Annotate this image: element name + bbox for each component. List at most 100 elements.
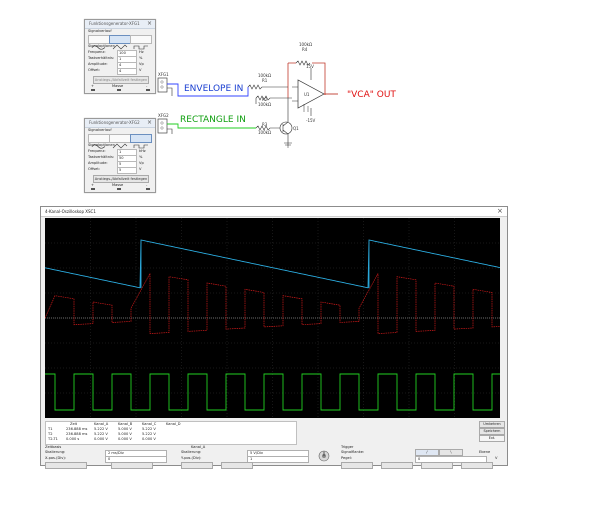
square-wave-icon [133,45,148,50]
xfg2-duty-label: Tastverhältnis: [88,155,115,159]
square-wave-button[interactable] [130,134,152,149]
cursor-readout: Zeit Kanal_A Kanal_B Kanal_C Kanal_D T1 … [45,421,297,445]
scope-screen[interactable] [44,218,512,418]
xfg2-titlebar[interactable]: Funktionsgenerator-XFG2 × [85,119,155,128]
sine-wave-icon [91,144,106,149]
save-button[interactable]: Speichern [479,428,505,435]
rising-edge-button[interactable]: / [415,449,439,456]
xfg1-rise-fall-button[interactable]: Anstiegs-/Abfallzeit festlegen [93,76,149,84]
ext-trigger-field[interactable]: Ext. [479,435,505,442]
q1-label: Q1 [293,126,299,131]
xfg2-terminal-pin[interactable] [91,188,95,190]
vminus-label: -15V [306,118,316,123]
xfg1-terminal-plus: + [91,84,95,88]
channel-scale-label: Skalierung: [181,450,202,454]
edge-label: Signalflanke: [341,450,365,454]
u1-opamp[interactable] [292,70,325,116]
mode-button[interactable] [45,462,87,469]
xfg1-frequency-label: Frequenz: [88,50,106,54]
readout-row-label: T1 [48,427,53,431]
readout-cell: 5.000 V [118,432,132,436]
level-label: Pegel: [341,456,352,460]
ground-wire [167,87,173,96]
scope-grid [45,218,500,418]
readout-cell: 0.000 s [66,437,80,441]
vplus-label: 15V [306,64,314,69]
close-icon[interactable]: × [497,207,503,215]
mode-button[interactable] [341,462,373,469]
timebase-scale-label: Skalierung: [45,450,66,454]
falling-edge-button[interactable]: \ [439,449,463,456]
xfg2-amplitude-label: Amplitude: [88,161,108,165]
xfg1-ground-pin[interactable] [117,89,121,91]
xfg1-terminal-pin[interactable] [91,89,95,91]
r3-name: R3 [262,122,268,127]
mode-button[interactable] [461,462,493,469]
rectangle-wire [167,123,256,129]
function-generator-xfg1-panel: Funktionsgenerator-XFG1 × Signalverlauf … [84,19,156,94]
scope-traces [44,218,512,418]
feedback-wire [287,62,326,98]
xfg1-amplitude-unit[interactable]: Vp [139,62,144,66]
mode-button[interactable] [221,462,253,469]
channel-selector-knob[interactable] [317,449,331,463]
mode-button[interactable] [421,462,453,469]
xfg2-amplitude-unit[interactable]: Vp [139,161,144,165]
readout-cell: 5.222 V [94,432,108,436]
close-icon[interactable]: × [146,20,152,27]
xfg1-terminal-ground: Masse [112,84,124,88]
r4-name: R4 [302,47,308,52]
mode-button[interactable] [181,462,213,469]
channel-b-trace [44,273,512,334]
xfg2-minus-pin[interactable] [146,188,150,190]
vca-out-label: "VCA" OUT [347,90,396,100]
r3-resistor[interactable] [255,125,280,131]
xfg1-offset-unit[interactable]: V [139,68,142,72]
xfg2-ground-pin[interactable] [117,188,121,190]
triangle-wave-icon [112,143,128,149]
channel-label: Kanal_A [191,445,206,449]
r2-value: 100kΩ [258,102,271,107]
xfg1-duty-label: Tastverhältnis: [88,56,115,60]
q1-transistor[interactable] [279,104,293,148]
mode-button[interactable] [381,462,413,469]
xfg1-titlebar[interactable]: Funktionsgenerator-XFG1 × [85,20,155,29]
xfg1-offset-field[interactable]: 4 [117,68,137,75]
r2-resistor[interactable] [255,95,292,101]
xfg1-frequency-unit[interactable]: Hz [139,50,144,54]
r4-resistor[interactable] [295,60,311,66]
xfg2-symbol[interactable] [157,118,168,134]
xfg2-terminal-ground: Masse [112,183,124,187]
r2-name: R2 [262,97,268,102]
xfg1-minus-pin[interactable] [146,89,150,91]
readout-row-label: T2-T1 [48,437,58,441]
r1-resistor[interactable] [247,84,288,90]
readout-cell: 0.000 V [142,437,156,441]
xfg2-offset-field[interactable]: 5 [117,167,137,174]
xfg2-offset-unit[interactable]: V [139,167,142,171]
xfg1-wave-section: Signalverlauf [88,29,112,33]
readout-cell: 5.222 V [142,432,156,436]
xfg2-frequency-unit[interactable]: kHz [139,149,146,153]
xfg2-ref: XFG2 [158,113,169,118]
r3-value: 100kΩ [258,130,271,135]
envelope-label: ENVELOPE IN [184,84,243,94]
ypos-field[interactable]: 1 [247,456,309,463]
close-icon[interactable]: × [146,119,152,126]
xfg1-symbol[interactable] [157,77,168,93]
scope-titlebar[interactable]: 4-Kanal-Oszilloskop XSC1 × [41,207,507,217]
xfg2-terminal-plus: + [91,183,95,187]
xfg2-frequency-label: Frequenz: [88,149,106,153]
xfg2-wave-section: Signalverlauf [88,128,112,132]
mode-button[interactable] [111,462,153,469]
readout-cell: 0.000 V [118,437,132,441]
xfg2-terminal-minus: - [146,183,148,187]
readout-header-a: Kanal_A [94,422,109,426]
xfg2-rise-fall-button[interactable]: Anstiegs-/Abfallzeit festlegen [93,175,149,183]
xfg2-title: Funktionsgenerator-XFG2 [89,120,140,125]
trigger-label: Trigger [341,445,354,449]
square-wave-icon [133,144,148,149]
square-wave-button[interactable] [130,35,152,50]
xfg1-params-section: Signaloptionen [88,44,115,48]
reverse-button[interactable]: Umkehren [479,421,505,428]
